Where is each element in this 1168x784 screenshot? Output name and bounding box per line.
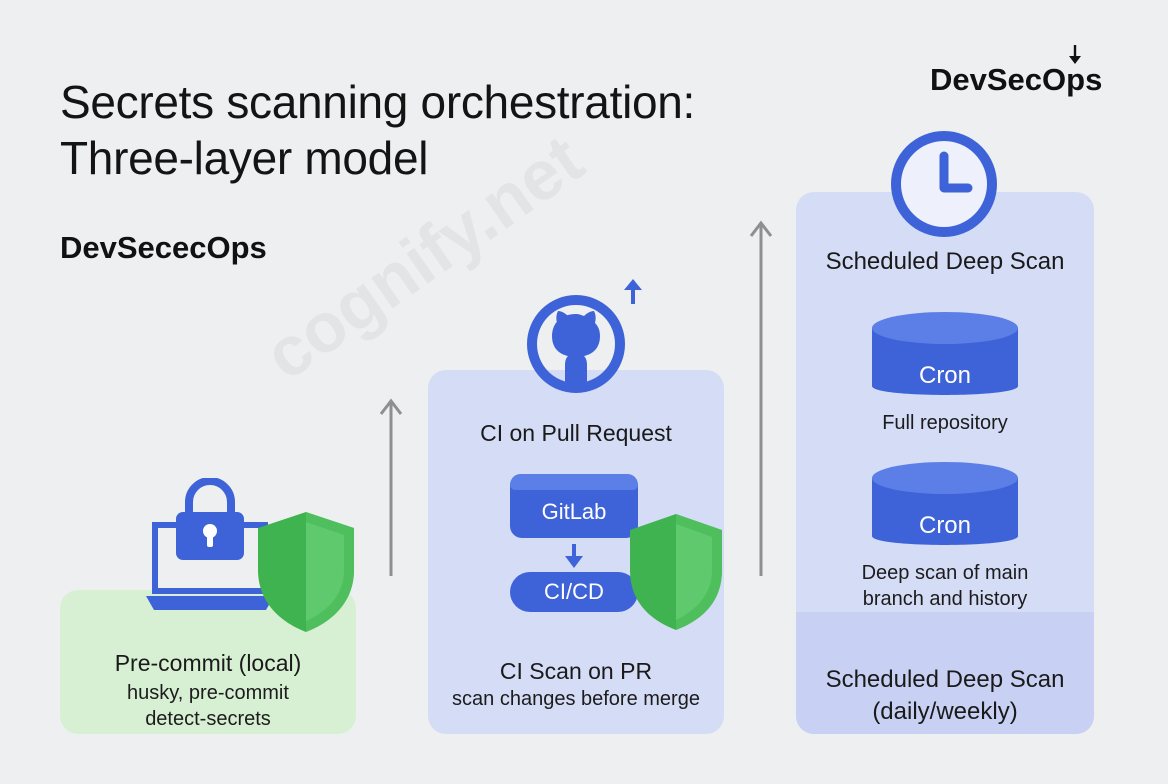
padlock-icon xyxy=(176,478,244,560)
ci-desc: scan changes before merge xyxy=(452,688,700,710)
up-arrow-icon xyxy=(749,220,773,576)
cron-desc-1: Full repository xyxy=(882,412,1008,434)
github-icon xyxy=(527,295,625,393)
clock-icon xyxy=(891,131,997,237)
layer-scheduled-footer-band xyxy=(796,612,1094,734)
scheduled-footer-line-2: (daily/weekly) xyxy=(872,698,1018,725)
cron-desc-2-line-2: branch and history xyxy=(862,588,1028,610)
up-arrow-icon xyxy=(379,398,403,576)
database-icon xyxy=(872,312,1018,395)
local-title: Pre-commit (local) xyxy=(114,650,302,676)
title-line-2: Three-layer model xyxy=(60,132,429,184)
cicd-label: CI/CD xyxy=(544,579,604,604)
gitlab-label: GitLab xyxy=(541,499,607,524)
title-line-1: Secrets scanning orchestration: xyxy=(60,76,696,128)
ci-title: CI Scan on PR xyxy=(499,658,653,684)
gitlab-pill-top xyxy=(510,474,638,490)
brand-down-arrow-icon xyxy=(1069,45,1081,64)
brand-label: DevSecOps xyxy=(930,62,1103,97)
cron-label-1: Cron xyxy=(918,362,972,389)
up-arrow-icon xyxy=(624,279,642,304)
shield-icon xyxy=(258,512,354,632)
cron-desc-2-line-1: Deep scan of main xyxy=(861,562,1029,584)
database-icon xyxy=(872,462,1018,545)
scheduled-footer-line-1: Scheduled Deep Scan xyxy=(825,666,1065,693)
local-desc-line-2: detect-secrets xyxy=(145,708,271,730)
ci-heading: CI on Pull Request xyxy=(480,420,672,446)
scheduled-heading: Scheduled Deep Scan xyxy=(825,248,1065,275)
cron-label-2: Cron xyxy=(918,512,972,539)
down-arrow-icon xyxy=(565,544,583,568)
laptop-icon xyxy=(146,478,274,610)
local-desc-line-1: husky, pre-commit xyxy=(127,682,289,704)
shield-icon xyxy=(630,514,722,630)
page-title: Secrets scanning orchestration: Three-la… xyxy=(60,74,695,186)
subtitle: DevSececOps xyxy=(60,230,267,265)
cicd-pill: CI/CD xyxy=(510,572,638,612)
